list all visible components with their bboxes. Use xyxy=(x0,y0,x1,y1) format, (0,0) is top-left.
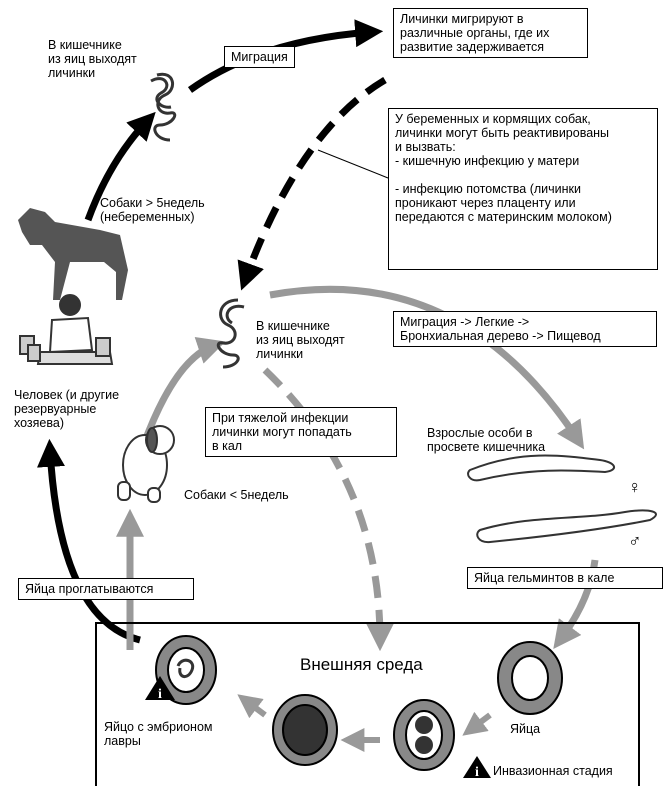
arrow-egg-to-egg1 xyxy=(462,711,492,736)
puppy-image xyxy=(117,425,175,503)
label-egg-embryo: Яйцо с эмбрионом лавры xyxy=(104,720,213,748)
label-invasive-stage: Инвазионная стадия xyxy=(493,764,613,778)
female-symbol: ♀ xyxy=(628,477,642,497)
female-worm-image xyxy=(467,454,615,482)
egg-morula-image xyxy=(272,694,338,766)
label-environment: Внешняя среда xyxy=(300,655,423,674)
adult-dog-image xyxy=(18,208,128,300)
arrow-heavy-to-feces xyxy=(262,367,394,652)
label-intestine-mid: В кишечнике из яиц выходят личинки xyxy=(256,319,345,361)
label-adults: Взрослые особи в просвете кишечника xyxy=(427,426,546,454)
box-pregnant-dogs: У беременных и кормящих собак, личинки м… xyxy=(388,108,658,270)
svg-text:i: i xyxy=(475,765,479,780)
label-dogs-over-5: Собаки > 5недель (небеременных) xyxy=(100,196,205,224)
egg-fresh-image xyxy=(497,641,563,715)
box-eggs-swallowed: Яйца проглатываются xyxy=(18,578,194,600)
label-dogs-under-5: Собаки < 5недель xyxy=(184,488,289,502)
child-image xyxy=(19,294,114,365)
warning-triangle-icon: i xyxy=(145,676,175,702)
arrow-dog-to-intestine xyxy=(84,111,156,222)
egg-dividing-image xyxy=(393,699,455,771)
environment-frame xyxy=(95,622,640,786)
warning-triangle-icon: i xyxy=(463,756,491,780)
box-migration-route: Миграция -> Легкие -> Бронхиальная дерев… xyxy=(393,311,657,347)
arrow-egg2-to-egg3 xyxy=(237,694,267,719)
larva-mid-image xyxy=(216,298,245,369)
male-worm-image xyxy=(476,509,657,544)
arrow-dormant-to-pups xyxy=(237,76,387,291)
svg-text:i: i xyxy=(158,687,162,702)
box-larvae-migrate: Личинки мигрируют в различные органы, гд… xyxy=(393,8,588,58)
label-human: Человек (и другие резервуарные хозяева) xyxy=(14,388,120,430)
box-eggs-feces: Яйца гельминтов в кале xyxy=(467,567,663,589)
box-heavy-infection: При тяжелой инфекции личинки могут попад… xyxy=(205,407,397,457)
callout-line xyxy=(317,149,389,179)
male-symbol: ♂ xyxy=(628,531,642,551)
egg-embryo-image xyxy=(155,635,217,705)
label-intestine-top: В кишечнике из яиц выходят личинки xyxy=(48,38,137,80)
box-migration: Миграция xyxy=(224,46,295,68)
larva-top-image xyxy=(150,72,177,142)
label-eggs: Яйца xyxy=(510,722,541,736)
